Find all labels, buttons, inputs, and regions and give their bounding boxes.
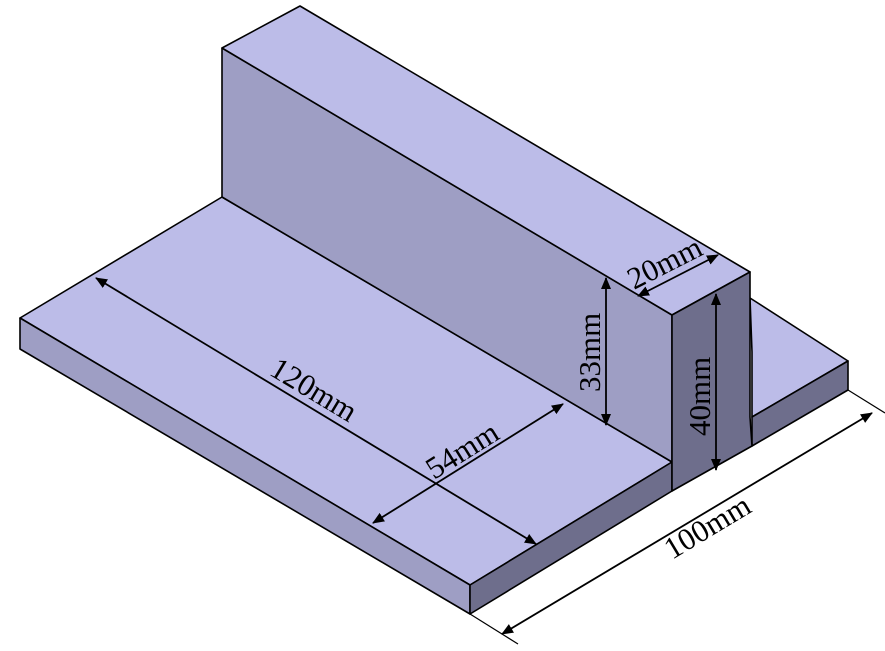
dim-line-width: [501, 412, 873, 635]
dim-line-wall-thickness: [637, 254, 719, 297]
ext-line-width-left: [469, 613, 519, 645]
label-total-height: 40mm: [682, 357, 717, 436]
ext-line-width-right: [847, 389, 885, 414]
label-width: 100mm: [658, 487, 757, 566]
dimension-lines: [95, 254, 885, 645]
label-wall-height: 33mm: [572, 313, 607, 392]
